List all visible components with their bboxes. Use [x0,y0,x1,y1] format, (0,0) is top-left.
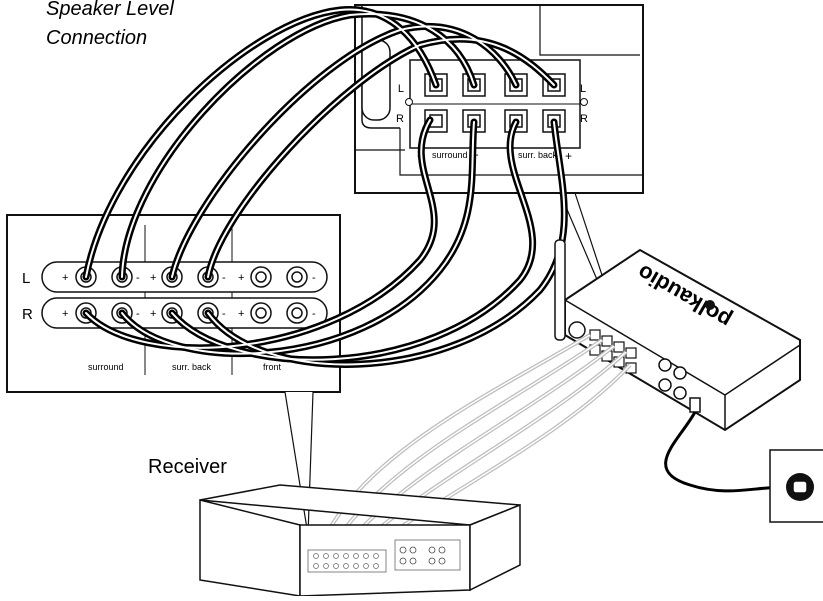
sub-minus-left: - [475,149,479,161]
polarity-minus: - [222,272,226,284]
sub-row-label-right-l: L [580,83,586,95]
power-port [689,397,701,413]
binding-post [286,266,308,288]
sub-terminal [424,109,448,133]
polarity-plus: + [238,308,244,320]
power-cord [664,411,786,493]
polarity-plus: + [238,272,244,284]
sub-row-label-left-r: R [396,113,404,125]
receiver-row-label-r: R [22,306,33,323]
receiver-row-label-l: L [22,270,30,287]
polarity-minus: - [136,272,140,284]
polarity-minus: - [312,272,316,284]
polarity-minus: - [222,308,226,320]
speaker-wires [82,6,568,368]
sub-label-surround: surround [432,150,468,160]
binding-post [286,302,308,324]
sub-row-label-left-l: L [398,83,404,95]
diagram-title-line2: Connection [46,27,147,49]
receiver-terminal-panel: L R + - + - + - + - + - [6,214,341,393]
diagram-title-line1: Speaker Level [46,0,174,20]
group-label-surround: surround [88,362,124,372]
receiver-callout [284,391,314,536]
receiver-label: Receiver [148,456,227,478]
polarity-minus: - [136,308,140,320]
rca-jacks [658,358,687,400]
binding-post [250,302,272,324]
logo-mark-icon [705,300,715,310]
polarity-plus: + [150,272,156,284]
av-receiver [199,484,521,597]
binding-post [250,266,272,288]
sub-label-surr-back: surr. back [518,150,558,160]
polarity-signs: + - + - + - + - + - + - [62,272,316,320]
group-label-surr-back: surr. back [172,362,212,372]
sub-row-label-right-r: R [580,113,588,125]
polarity-plus: + [62,308,68,320]
polarity-plus: + [62,272,68,284]
polarity-minus: - [312,308,316,320]
receiver-binding-posts [75,266,308,324]
group-label-front: front [263,362,282,372]
wall-outlet [769,449,823,523]
polarity-plus: + [150,308,156,320]
sub-plus-right: + [565,149,572,163]
antenna [554,239,566,341]
